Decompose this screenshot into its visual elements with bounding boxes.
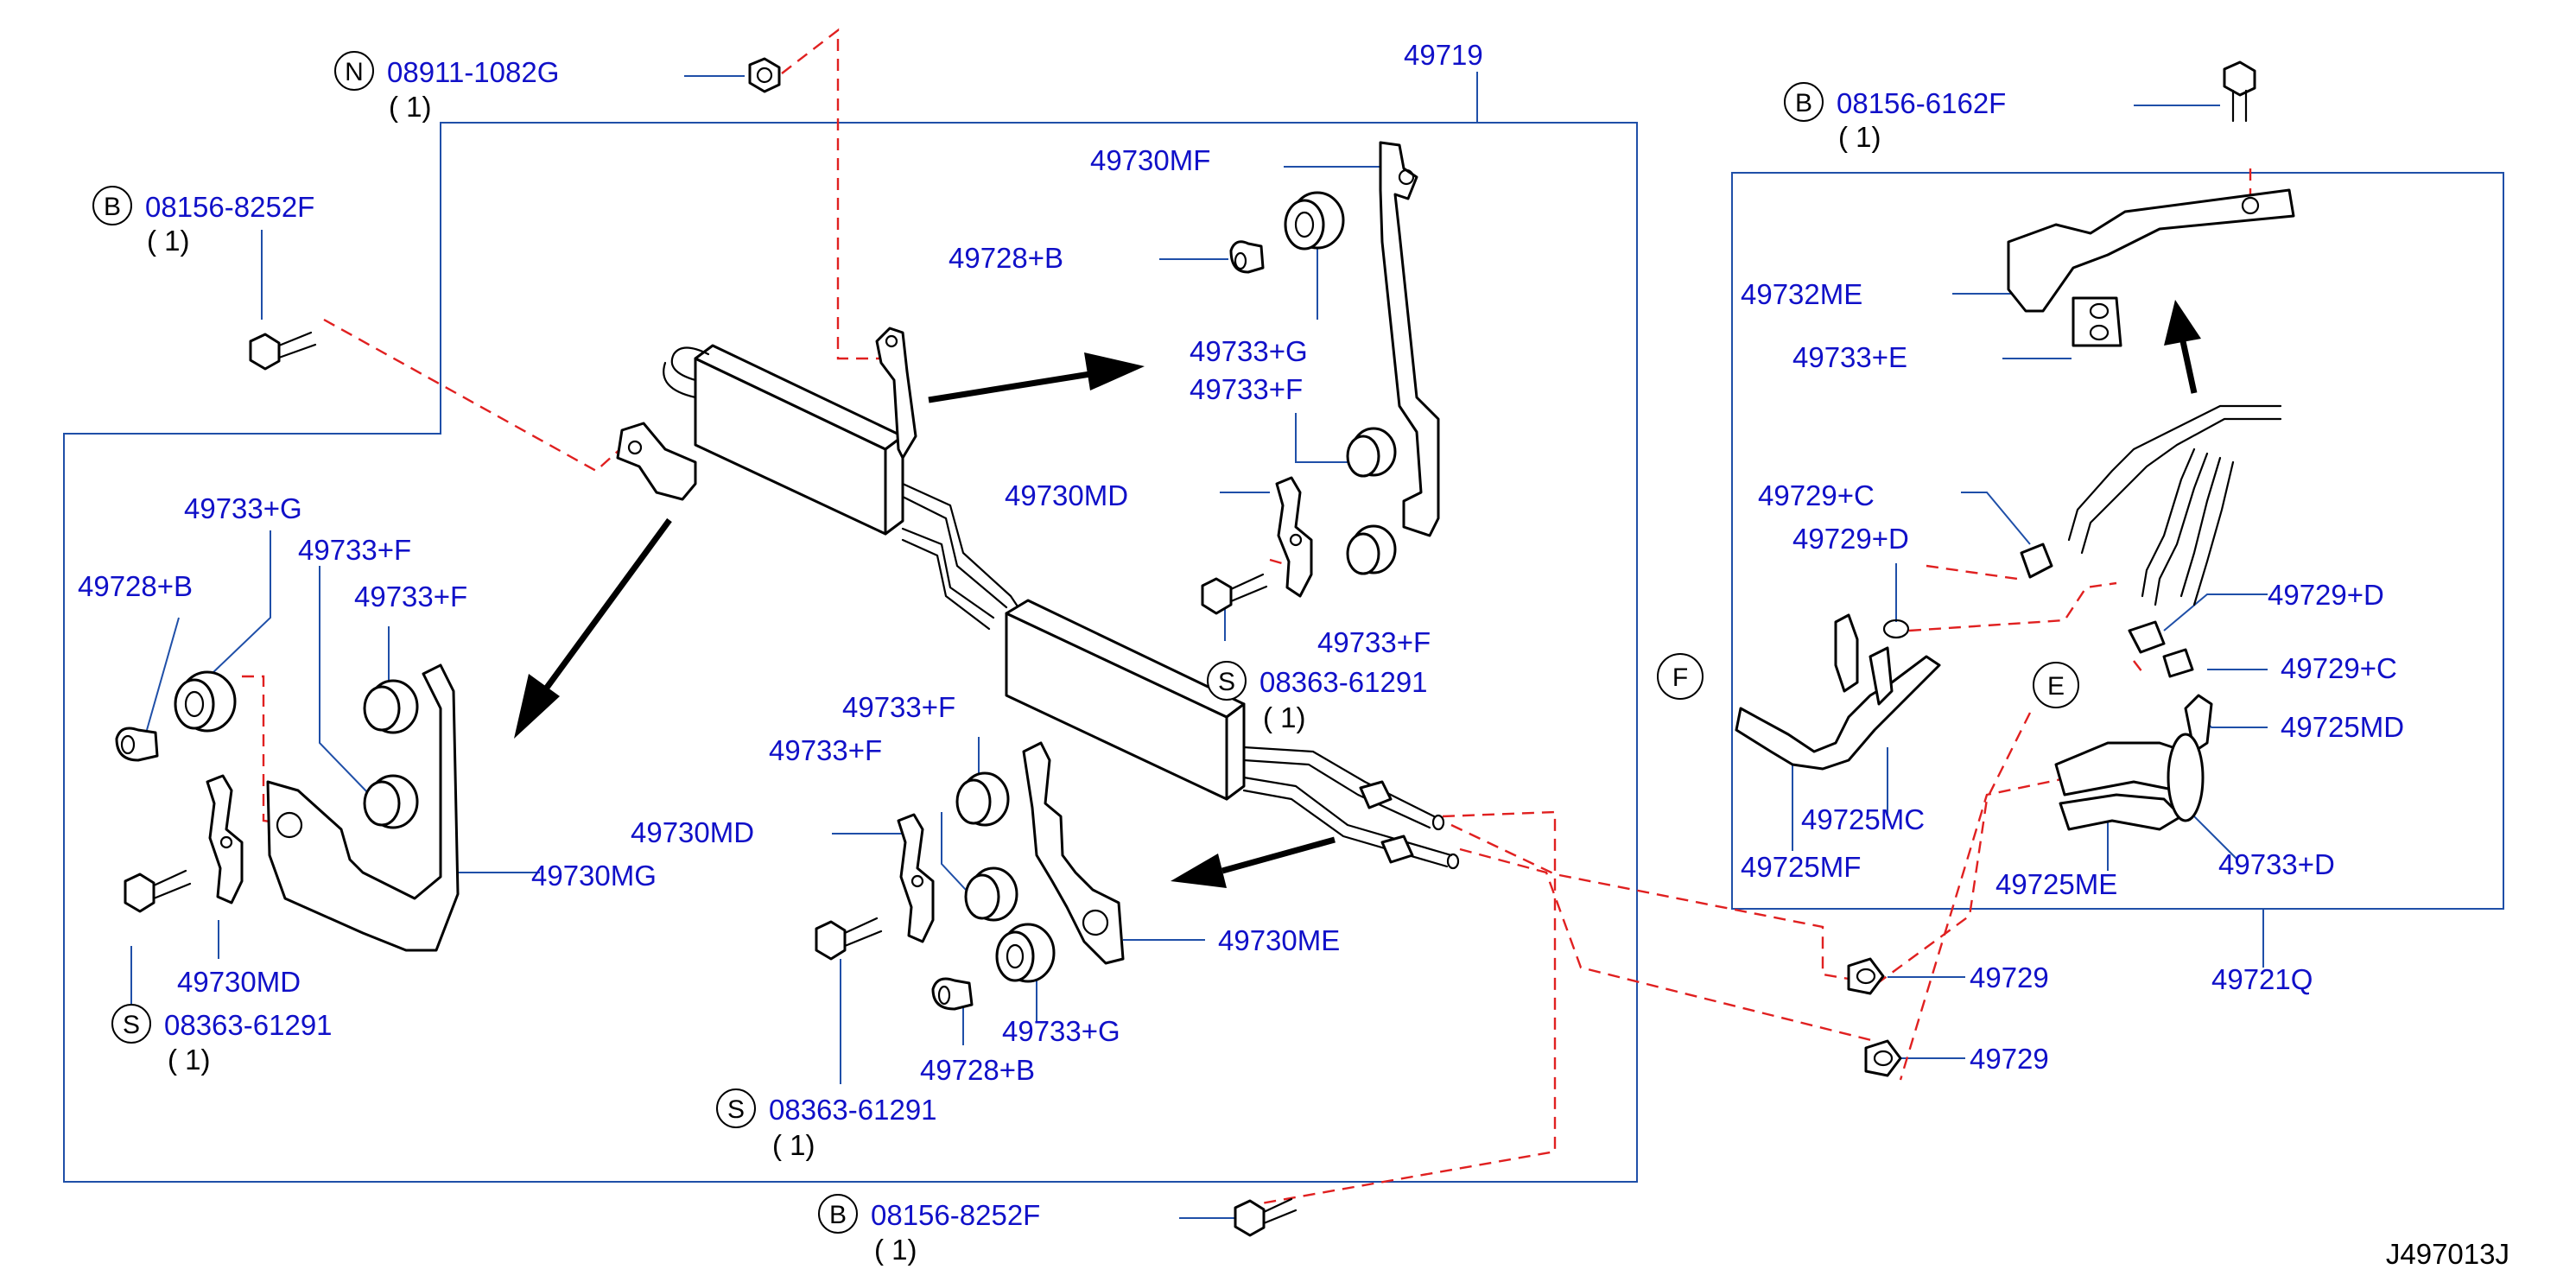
symbol-letters: N B B S S S B F E xyxy=(104,58,2065,1229)
label-49725mc: 49725MC xyxy=(1801,803,1925,835)
label-49730me: 49730ME xyxy=(1218,924,1340,956)
label-49733g: 49733+G xyxy=(184,492,302,524)
label-49733g: 49733+G xyxy=(1190,335,1308,367)
label-49728b: 49728+B xyxy=(949,242,1063,274)
callout-symbol: S xyxy=(1218,668,1235,696)
label-49733f: 49733+F xyxy=(298,534,411,566)
label-49730md: 49730MD xyxy=(1005,479,1128,511)
part-number: 08911-1082G xyxy=(387,56,559,88)
ref-symbol-f: F xyxy=(1672,663,1688,692)
label-49733f: 49733+F xyxy=(842,691,955,723)
part-number: 08363-61291 xyxy=(164,1009,333,1041)
label-49733f: 49733+F xyxy=(769,734,882,766)
label-49730mg: 49730MG xyxy=(531,860,657,892)
label-49733f: 49733+F xyxy=(1190,373,1303,405)
label-49729d: 49729+D xyxy=(1792,523,1909,555)
label-49730mf: 49730MF xyxy=(1090,144,1210,176)
callout-symbol: S xyxy=(727,1095,745,1124)
leader-lines xyxy=(130,72,2268,1219)
assembly-dash-lines xyxy=(242,28,2252,1205)
quantity: ( 1) xyxy=(147,225,190,257)
label-49721q: 49721Q xyxy=(2211,963,2313,995)
diagram-code: J497013J xyxy=(2386,1238,2509,1270)
label-49730md: 49730MD xyxy=(177,966,301,998)
quantity: ( 1) xyxy=(1838,121,1881,153)
fasteners xyxy=(249,57,2256,1237)
label-49729: 49729 xyxy=(1970,962,2049,993)
quantity: ( 1) xyxy=(389,91,432,123)
label-49733d: 49733+D xyxy=(2218,848,2335,880)
callout-symbol: B xyxy=(104,193,121,221)
oil-cooler-assembly xyxy=(616,327,1460,870)
quantity: ( 1) xyxy=(874,1234,917,1266)
label-49729c: 49729+C xyxy=(2281,652,2397,684)
bracket-49730mg-group xyxy=(115,663,460,952)
bracket-49730me-group xyxy=(815,741,1125,1011)
part-labels: 49719 49730MF 49728+B 49733+G 49733+F 49… xyxy=(78,39,2404,1086)
quantity: ( 1) xyxy=(1263,701,1306,733)
quantity: ( 1) xyxy=(772,1129,815,1161)
part-number: 08156-8252F xyxy=(145,191,314,223)
callout-texts: 08911-1082G ( 1) 08156-8252F ( 1) 08156-… xyxy=(145,56,2006,1266)
label-49729: 49729 xyxy=(1970,1043,2049,1075)
symbol-circles xyxy=(92,51,2079,1234)
label-49732me: 49732ME xyxy=(1741,278,1862,310)
label-49725md: 49725MD xyxy=(2281,711,2404,743)
label-49729d: 49729+D xyxy=(2268,579,2384,611)
right-assembly-frame xyxy=(1731,172,2504,910)
label-49725me: 49725ME xyxy=(1995,868,2117,900)
bracket-49730mf-group xyxy=(1201,141,1440,615)
callout-symbol: N xyxy=(345,58,364,86)
ref-symbol-e: E xyxy=(2047,672,2065,701)
part-number: 08156-6162F xyxy=(1837,87,2006,119)
label-49719: 49719 xyxy=(1404,39,1483,71)
part-number: 08363-61291 xyxy=(1259,666,1428,698)
label-49729c: 49729+C xyxy=(1758,479,1875,511)
direction-arrows xyxy=(514,300,2201,888)
label-49728b: 49728+B xyxy=(78,570,193,602)
part-number: 08363-61291 xyxy=(769,1094,937,1126)
label-49728b: 49728+B xyxy=(920,1054,1035,1086)
label-49733f: 49733+F xyxy=(354,581,467,612)
callout-symbol: S xyxy=(123,1011,140,1039)
label-49730md: 49730MD xyxy=(631,816,754,848)
left-assembly-frame xyxy=(63,122,1638,1183)
label-49733g: 49733+G xyxy=(1002,1015,1120,1047)
label-49725mf: 49725MF xyxy=(1741,851,1861,883)
hose-assembly-49721q xyxy=(1735,188,2295,1077)
label-49733e: 49733+E xyxy=(1792,341,1907,373)
callout-symbol: B xyxy=(1795,89,1812,117)
part-number: 08156-8252F xyxy=(871,1199,1040,1231)
quantity: ( 1) xyxy=(168,1044,211,1076)
label-49733f: 49733+F xyxy=(1317,626,1431,658)
callout-symbol: B xyxy=(829,1201,847,1229)
